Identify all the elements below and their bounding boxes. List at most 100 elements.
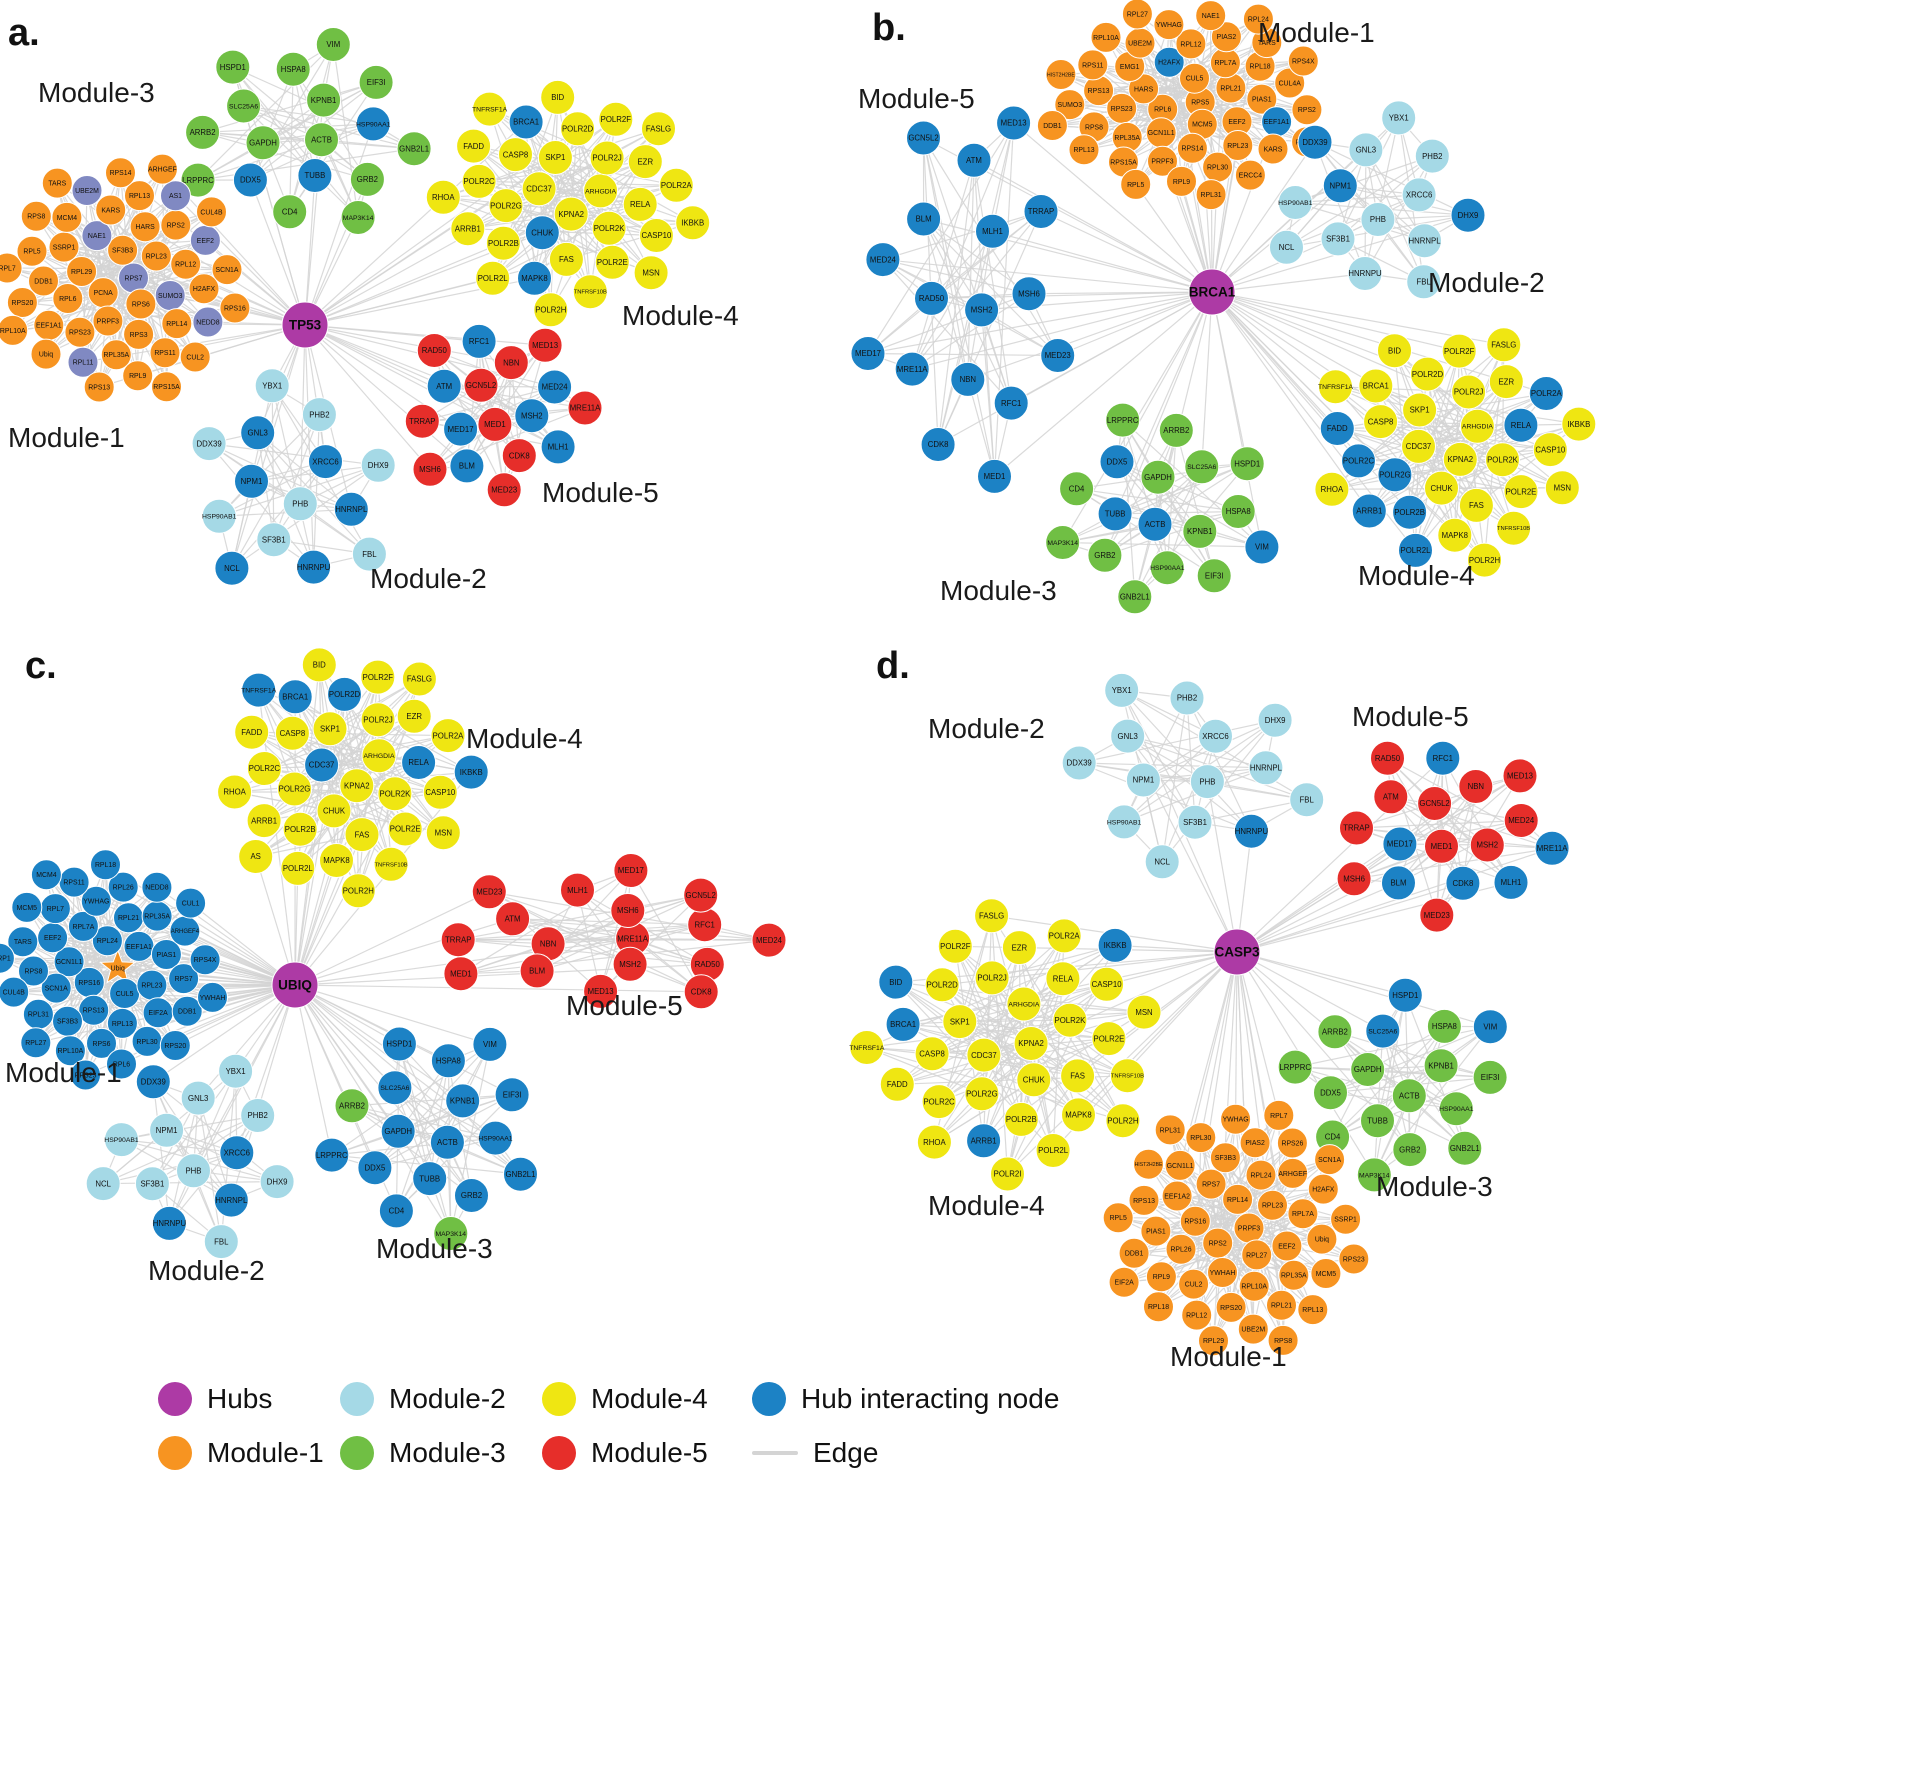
node-ATM[interactable]: ATM <box>426 368 462 404</box>
node-MED24[interactable]: MED24 <box>1503 803 1539 838</box>
node-RPL21[interactable]: RPL21 <box>1266 1289 1297 1321</box>
node-RPS8[interactable]: RPS8 <box>18 955 49 987</box>
node-HSP90AB1[interactable]: HSP90AB1 <box>201 498 237 534</box>
node-RPS6[interactable]: RPS6 <box>125 288 157 320</box>
node-EIF3I[interactable]: EIF3I <box>1472 1059 1508 1095</box>
node-XRCC6[interactable]: XRCC6 <box>1401 177 1437 213</box>
node-DDB1[interactable]: DDB1 <box>28 265 59 297</box>
node-PHB2[interactable]: PHB2 <box>1169 680 1205 716</box>
node-BLM[interactable]: BLM <box>1381 865 1416 901</box>
node-RPL6[interactable]: RPL6 <box>52 283 84 314</box>
node-RPL12[interactable]: RPL12 <box>170 248 202 280</box>
node-RPS11[interactable]: RPS11 <box>58 866 90 898</box>
node-VIM[interactable]: VIM <box>472 1026 508 1062</box>
node-BID[interactable]: BID <box>878 964 914 1000</box>
node-POLR2A[interactable]: POLR2A <box>1046 918 1082 954</box>
node-FAS[interactable]: FAS <box>1060 1058 1096 1094</box>
node-Ubiq[interactable]: Ubiq <box>1306 1223 1338 1255</box>
node-RPL23[interactable]: RPL23 <box>1257 1189 1288 1221</box>
hub-TP53[interactable]: TP53 <box>281 301 329 349</box>
node-POLR2C[interactable]: POLR2C <box>246 751 282 786</box>
node-HIST2H2BE[interactable]: HIST2H2BE <box>1133 1148 1164 1180</box>
node-ARHGEF4[interactable]: ARHGEF4 <box>169 915 201 947</box>
node-RPL9[interactable]: RPL9 <box>1166 165 1197 197</box>
node-MED23[interactable]: MED23 <box>1040 338 1076 373</box>
node-RPS2[interactable]: RPS2 <box>1202 1227 1234 1259</box>
node-RPL24[interactable]: RPL24 <box>91 925 123 957</box>
node-RPL13[interactable]: RPL13 <box>124 180 155 212</box>
node-RPL11[interactable]: RPL11 <box>67 346 99 378</box>
node-CASP8[interactable]: CASP8 <box>274 715 310 751</box>
node-SKP1[interactable]: SKP1 <box>1402 392 1438 428</box>
node-POLR2D[interactable]: POLR2D <box>560 111 596 147</box>
node-SCN1A[interactable]: SCN1A <box>40 972 72 1004</box>
node-TARS[interactable]: TARS <box>7 926 39 958</box>
node-MSN[interactable]: MSN <box>633 255 669 291</box>
node-EEF2[interactable]: EEF2 <box>1221 106 1253 138</box>
node-TNFRSF10B[interactable]: TNFRSF10B <box>572 274 608 310</box>
node-DHX9[interactable]: DHX9 <box>259 1164 295 1200</box>
node-NAE1[interactable]: NAE1 <box>1195 0 1227 32</box>
node-EEF2[interactable]: EEF2 <box>189 224 221 256</box>
node-RPS23[interactable]: RPS23 <box>1338 1243 1370 1275</box>
node-CDK8[interactable]: CDK8 <box>1445 865 1481 901</box>
node-DHX9[interactable]: DHX9 <box>1450 197 1486 233</box>
node-XRCC6[interactable]: XRCC6 <box>219 1135 255 1171</box>
node-RPL31[interactable]: RPL31 <box>1195 179 1227 211</box>
node-Ubiq[interactable]: Ubiq <box>30 338 62 370</box>
node-RFC1[interactable]: RFC1 <box>461 323 497 359</box>
node-HNRNPU[interactable]: HNRNPU <box>296 549 332 585</box>
node-MSH6[interactable]: MSH6 <box>610 893 646 928</box>
node-CASP10[interactable]: CASP10 <box>638 218 674 253</box>
node-SF3B3[interactable]: SF3B3 <box>1209 1142 1241 1174</box>
node-NPM1[interactable]: NPM1 <box>149 1112 185 1148</box>
node-CUL1[interactable]: CUL1 <box>175 887 207 919</box>
node-MCM4[interactable]: MCM4 <box>51 201 83 233</box>
node-SLC25A6[interactable]: SLC25A6 <box>1365 1013 1401 1049</box>
node-POLR2L[interactable]: POLR2L <box>1398 532 1433 568</box>
node-HSPA8[interactable]: HSPA8 <box>430 1043 466 1079</box>
node-POLR2C[interactable]: POLR2C <box>1341 443 1376 479</box>
node-MED17[interactable]: MED17 <box>1382 826 1418 862</box>
node-DDB1[interactable]: DDB1 <box>1036 110 1068 141</box>
node-NCL[interactable]: NCL <box>214 550 250 586</box>
node-POLR2J[interactable]: POLR2J <box>974 960 1010 996</box>
node-YWHAG[interactable]: YWHAG <box>80 885 112 917</box>
node-DDX5[interactable]: DDX5 <box>1099 444 1135 480</box>
node-RPS20[interactable]: RPS20 <box>159 1030 191 1061</box>
node-DDX39[interactable]: DDX39 <box>1061 745 1097 781</box>
node-EZR[interactable]: EZR <box>1001 930 1037 966</box>
node-POLR2H[interactable]: POLR2H <box>1467 542 1502 578</box>
node-RPS16[interactable]: RPS16 <box>1179 1205 1211 1237</box>
node-RPS4X[interactable]: RPS4X <box>189 944 221 976</box>
node-DDB1[interactable]: DDB1 <box>1118 1237 1150 1269</box>
node-FBL[interactable]: FBL <box>1289 782 1325 818</box>
node-EZR[interactable]: EZR <box>1488 364 1524 400</box>
node-FBL[interactable]: FBL <box>1406 264 1442 300</box>
node-POLR2A[interactable]: POLR2A <box>430 718 466 754</box>
node-POLR2L[interactable]: POLR2L <box>475 260 511 296</box>
node-FASLG[interactable]: FASLG <box>641 111 676 147</box>
node-ACTB[interactable]: ACTB <box>1391 1078 1427 1114</box>
node-RPL14[interactable]: RPL14 <box>161 308 193 340</box>
node-MAP3K14[interactable]: MAP3K14 <box>1356 1157 1392 1193</box>
node-GNB2L1[interactable]: GNB2L1 <box>1447 1130 1483 1166</box>
node-TUBB[interactable]: TUBB <box>412 1161 448 1197</box>
node-POLR2C[interactable]: POLR2C <box>461 163 497 199</box>
node-MED17[interactable]: MED17 <box>613 853 649 888</box>
node-SF3B3[interactable]: SF3B3 <box>107 234 139 266</box>
node-SLC25A6[interactable]: SLC25A6 <box>1184 449 1220 485</box>
node-HSP90AA1[interactable]: HSP90AA1 <box>477 1120 513 1156</box>
node-POLR2K[interactable]: POLR2K <box>377 776 413 812</box>
node-HIST2H2BE[interactable]: HIST2H2BE <box>1045 59 1077 90</box>
node-RPL18[interactable]: RPL18 <box>1143 1291 1174 1323</box>
node-RELA[interactable]: RELA <box>1503 407 1539 443</box>
node-NBN[interactable]: NBN <box>950 361 986 397</box>
node-ARRB2[interactable]: ARRB2 <box>185 114 221 150</box>
node-POLR2H[interactable]: POLR2H <box>533 292 569 328</box>
node-POLR2G[interactable]: POLR2G <box>277 771 312 807</box>
node-HNRNPL[interactable]: HNRNPL <box>1407 223 1442 259</box>
node-PIAS1[interactable]: PIAS1 <box>1140 1215 1172 1247</box>
node-POLR2A[interactable]: POLR2A <box>1528 376 1564 411</box>
node-TNFRSF1A[interactable]: TNFRSF1A <box>472 91 508 127</box>
